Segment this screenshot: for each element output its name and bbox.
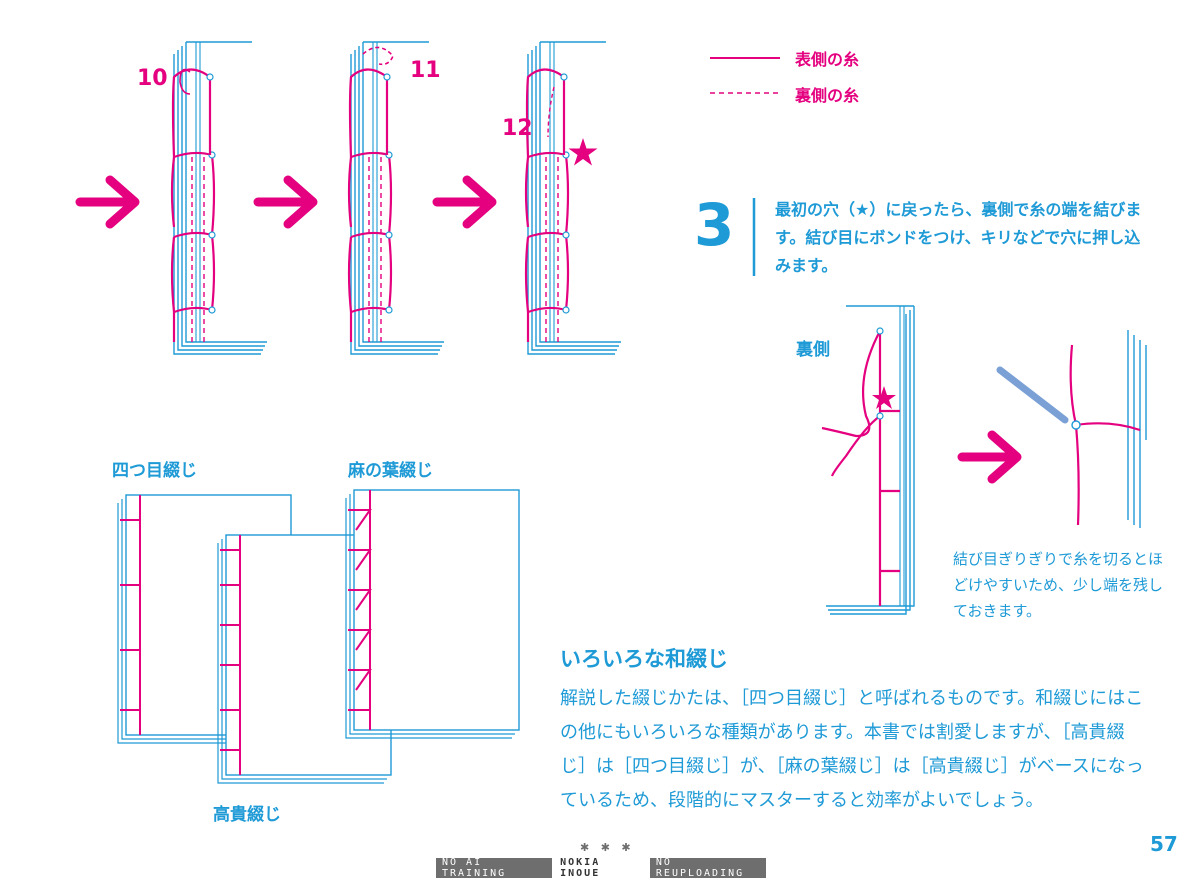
- section-title: いろいろな和綴じ: [560, 647, 728, 671]
- footer-left: NO AI TRAINING: [442, 857, 507, 879]
- legend-front-label: 表側の糸: [795, 50, 860, 69]
- step-11-label: 11: [410, 58, 441, 83]
- footer-right: NO REUPLOADING: [655, 857, 745, 879]
- star-icon: [872, 386, 896, 409]
- step-3-number: 3: [694, 191, 735, 259]
- step-12-diagram: [524, 41, 622, 355]
- step-12-label: 12: [502, 116, 533, 141]
- yotsume-label: 四つ目綴じ: [112, 461, 197, 481]
- arrow-right-icon: [437, 180, 492, 224]
- page-number: 57: [1150, 832, 1178, 856]
- awl-icon: [996, 366, 1069, 424]
- kouki-label: 高貴綴じ: [213, 805, 281, 825]
- asanoha-label: 麻の葉綴じ: [348, 461, 433, 481]
- step-10-label: 10: [137, 66, 168, 91]
- arrow-right-icon: [258, 180, 313, 224]
- arrow-right-icon: [962, 435, 1017, 479]
- footer-center: NOKIA INOUE: [552, 855, 650, 881]
- legend-back-label: 裏側の糸: [795, 86, 860, 105]
- cut-caption: 結び目ぎりぎりで糸を切るとほどけやすいため、少し端を残しておきます。: [953, 550, 1164, 620]
- step-3-text: 最初の穴（★）に戻ったら、裏側で糸の端を結びます。結び目にボンドをつけ、キリなど…: [775, 200, 1142, 275]
- back-side-diagram: [821, 305, 915, 615]
- arrow-right-icon: [80, 180, 135, 224]
- section-body: 解説した綴じかたは、［四つ目綴じ］と呼ばれるものです。和綴じにはこの他にもいろい…: [560, 688, 1144, 811]
- step-11-diagram: [347, 41, 445, 355]
- star-icon: [568, 138, 598, 166]
- footer-bar: NO AI TRAINING NOKIA INOUE NO REUPLOADIN…: [436, 855, 766, 881]
- awl-diagram: [996, 330, 1147, 528]
- asanoha-diagram: [345, 489, 520, 739]
- step-10-diagram: [170, 41, 268, 355]
- back-side-label: 裏側: [796, 340, 830, 360]
- footer-stars: ✱ ✱ ✱: [580, 841, 635, 854]
